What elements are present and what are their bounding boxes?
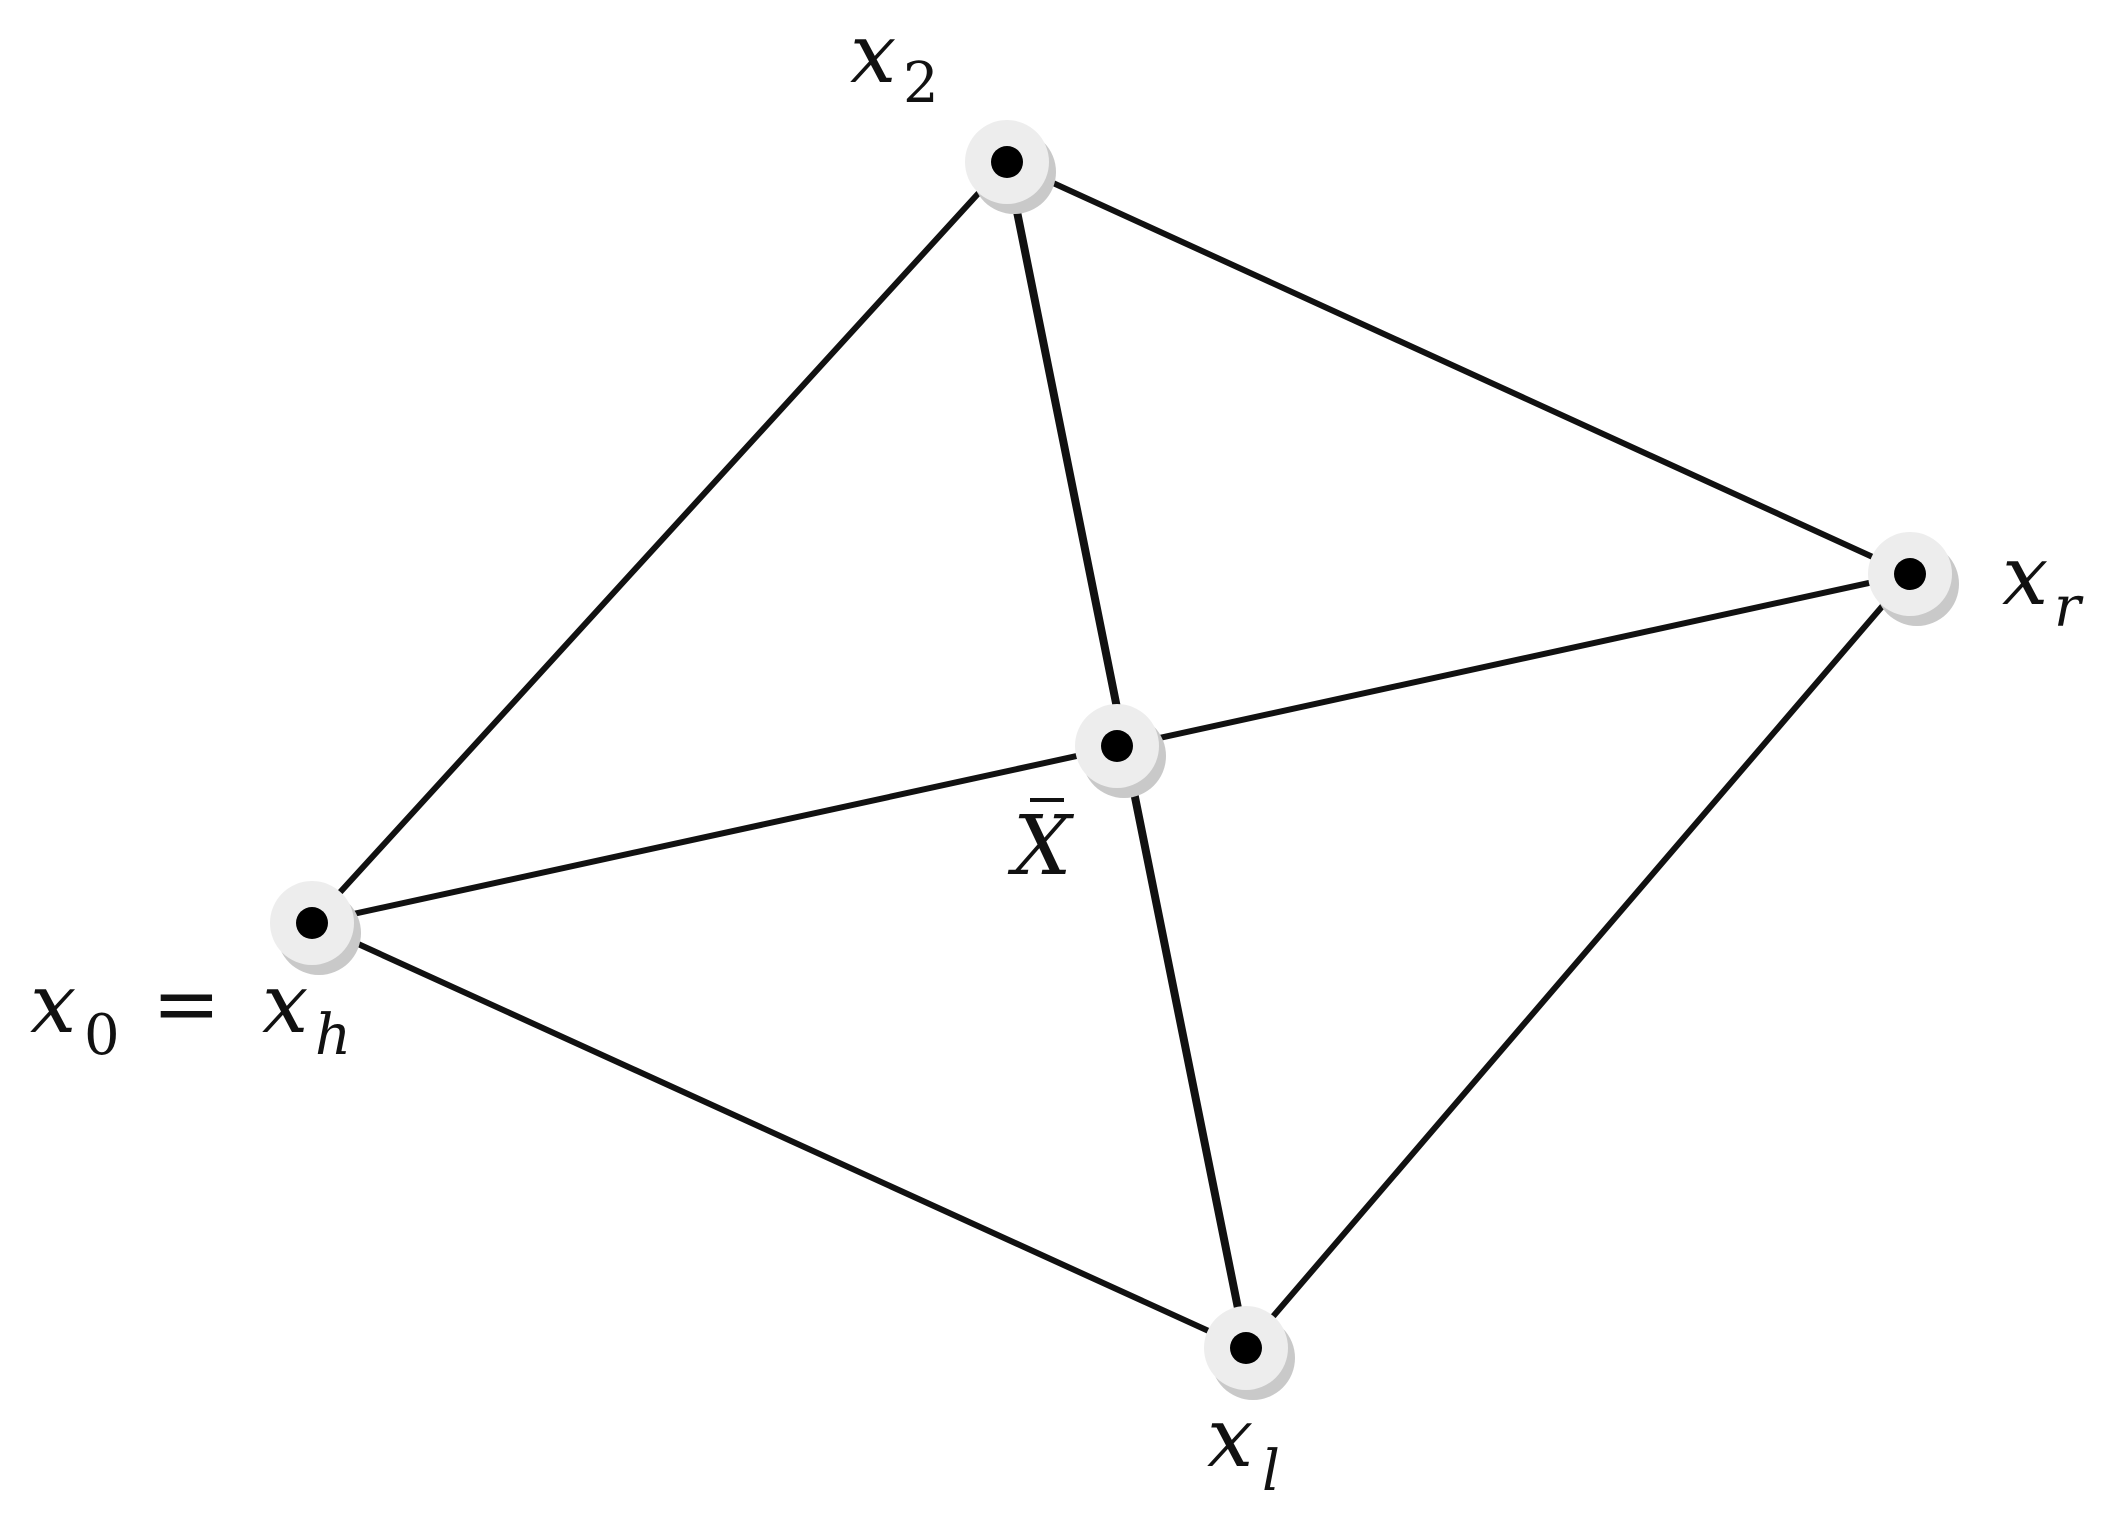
label-x0-xh: x 0 = x h	[30, 957, 351, 1068]
label-x0-base: x	[30, 957, 76, 1052]
label-x0-sub: 0	[84, 1003, 120, 1068]
label-x2-base: x	[850, 7, 896, 102]
label-xl-base: x	[1207, 1391, 1253, 1486]
label-xbar-base: X	[1007, 799, 1075, 894]
node-xbar	[1075, 704, 1166, 798]
label-xr-base: x	[2002, 529, 2048, 624]
node-core	[1894, 558, 1926, 590]
label-x2: x 2	[850, 7, 939, 116]
node-xr	[1868, 532, 1959, 626]
node-core	[1101, 730, 1133, 762]
edge-x2-x0	[309, 159, 1010, 926]
label-xr-sub: r	[2054, 575, 2084, 640]
node-core	[1230, 1332, 1262, 1364]
node-core	[991, 146, 1023, 178]
label-x0-equals: =	[152, 957, 221, 1052]
node-core	[296, 907, 328, 939]
edge-x0-xl	[309, 920, 1249, 1351]
node-xl	[1204, 1306, 1295, 1400]
node-x2	[965, 120, 1056, 214]
label-xl-sub: l	[1262, 1439, 1280, 1504]
label-xbar: X	[1007, 798, 1075, 894]
label-xl: x l	[1207, 1391, 1280, 1504]
label-x2-sub: 2	[903, 51, 939, 116]
label-xr: x r	[2002, 529, 2084, 640]
node-x0	[270, 881, 361, 975]
edge-xl-xr	[1243, 571, 1913, 1351]
label-xh-sub: h	[315, 1003, 351, 1068]
edge-x2-xr	[1004, 159, 1913, 577]
label-xh-base: x	[262, 957, 308, 1052]
